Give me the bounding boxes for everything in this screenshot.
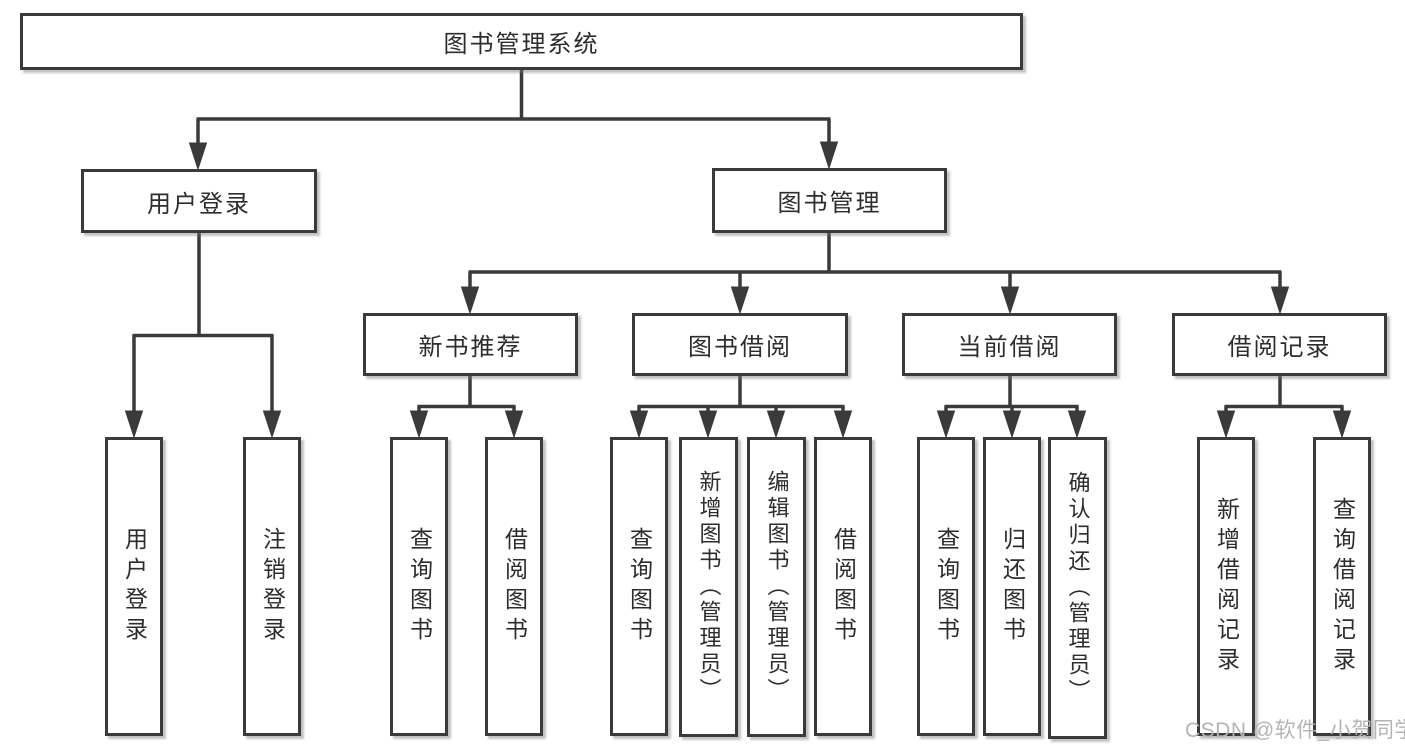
- node-label: 查询图书: [933, 526, 960, 647]
- node-label: 查询图书: [406, 526, 433, 647]
- node-label: 借阅记录: [1227, 334, 1332, 361]
- node-user-login: 用户登录: [81, 169, 317, 233]
- leaf-edit-books-admin: 编辑图书（管理员）: [747, 437, 806, 737]
- node-label: 当前借阅: [957, 334, 1062, 361]
- node-label: 新增图书（管理员）: [696, 470, 722, 704]
- node-borrow-records: 借阅记录: [1172, 313, 1387, 376]
- node-label: 借阅图书: [830, 526, 857, 647]
- leaf-confirm-return-admin: 确认归还（管理员）: [1048, 437, 1107, 739]
- leaf-user-login: 用户登录: [105, 437, 163, 736]
- node-label: 归还图书: [999, 526, 1026, 647]
- node-label: 图书管理: [777, 190, 882, 217]
- leaf-add-books-admin: 新增图书（管理员）: [679, 437, 738, 737]
- leaf-query-books-borrow: 查询图书: [610, 437, 668, 736]
- leaf-borrow-books: 借阅图书: [814, 437, 872, 736]
- leaf-query-books-recommend: 查询图书: [390, 437, 448, 736]
- node-label: 图书管理系统: [443, 31, 600, 58]
- node-label: 查询借阅记录: [1329, 496, 1356, 677]
- connector-book-borrow: [629, 375, 853, 439]
- connector-user-login: [124, 232, 282, 439]
- node-label: 新增借阅记录: [1213, 496, 1240, 677]
- leaf-query-books-current: 查询图书: [917, 437, 975, 736]
- connector-book-management: [460, 232, 1290, 315]
- connector-root: [188, 69, 839, 171]
- node-label: 查询图书: [626, 526, 653, 647]
- node-label: 注销登录: [259, 526, 286, 647]
- leaf-borrow-books-recommend: 借阅图书: [485, 437, 543, 736]
- node-label: 确认归还（管理员）: [1065, 471, 1091, 705]
- node-label: 图书借阅: [688, 334, 792, 361]
- leaf-add-borrow-record: 新增借阅记录: [1197, 437, 1255, 736]
- node-book-management: 图书管理: [712, 168, 947, 233]
- node-current-borrow: 当前借阅: [902, 313, 1117, 376]
- leaf-query-borrow-record: 查询借阅记录: [1313, 437, 1371, 736]
- node-label: 用户登录: [121, 526, 148, 647]
- csdn-watermark: CSDN @软件_小贺同学: [1185, 719, 1405, 742]
- node-root: 图书管理系统: [20, 13, 1023, 70]
- leaf-logout: 注销登录: [243, 437, 301, 736]
- connector-current-borrow: [936, 375, 1087, 439]
- connector-new-book-recommend: [409, 375, 524, 439]
- node-label: 借阅图书: [501, 526, 528, 647]
- leaf-return-books: 归还图书: [983, 437, 1041, 736]
- node-label: 编辑图书（管理员）: [764, 470, 790, 704]
- node-label: 新书推荐: [418, 334, 523, 361]
- connector-borrow-records: [1216, 375, 1352, 439]
- node-book-borrow: 图书借阅: [632, 313, 848, 376]
- node-new-book-recommend: 新书推荐: [363, 313, 578, 376]
- node-label: 用户登录: [147, 190, 251, 218]
